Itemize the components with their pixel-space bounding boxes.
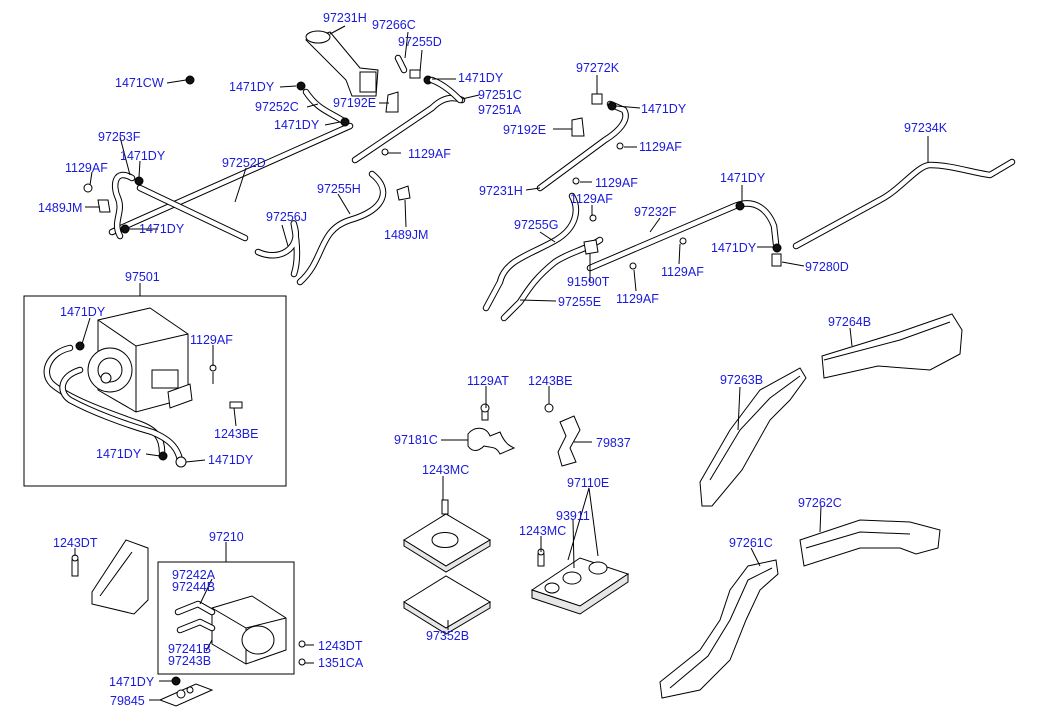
heater-unit-97210 (71, 539, 306, 707)
label-97264B: 97264B (828, 315, 871, 329)
label-79837: 79837 (596, 436, 631, 450)
label-91590T: 91590T (567, 275, 610, 289)
label-97352B: 97352B (426, 629, 469, 643)
label-1243MC-right: 1243MC (519, 524, 566, 538)
leader-lines (74, 25, 929, 701)
label-97110E: 97110E (567, 476, 609, 490)
label-97262C: 97262C (798, 496, 842, 510)
label-97251A: 97251A (478, 103, 522, 117)
label-97272K: 97272K (576, 61, 620, 75)
label-1351CA: 1351CA (318, 656, 364, 670)
label-97251C: 97251C (478, 88, 522, 102)
label-97255G: 97255G (514, 218, 558, 232)
label-97255E: 97255E (558, 295, 601, 309)
hose-assembly-left (83, 30, 466, 286)
label-1489JM-left: 1489JM (38, 201, 82, 215)
label-1243BE-mid: 1243BE (528, 374, 572, 388)
part-labels: 97231H 97266C 97255D 1471CW 1471DY 1471D… (38, 11, 948, 708)
label-1129AF: 1129AF (639, 140, 682, 154)
label-97234K: 97234K (904, 121, 948, 135)
label-1129AF: 1129AF (595, 176, 638, 190)
label-97280D: 97280D (805, 260, 849, 274)
label-1471DY: 1471DY (60, 305, 106, 319)
label-97252C: 97252C (255, 100, 299, 114)
label-1243MC-left: 1243MC (422, 463, 469, 477)
label-1471CW: 1471CW (115, 76, 164, 90)
label-1129AF: 1129AF (570, 192, 613, 206)
label-97263B: 97263B (720, 373, 763, 387)
label-97255H: 97255H (317, 182, 361, 196)
label-97242A: 97242A (172, 568, 216, 582)
label-1471DY: 1471DY (711, 241, 757, 255)
label-1471DY: 1471DY (96, 447, 142, 461)
label-1489JM-right: 1489JM (384, 228, 428, 242)
label-1243DT-right: 1243DT (318, 639, 363, 653)
label-97253F: 97253F (98, 130, 141, 144)
label-1471DY: 1471DY (109, 675, 155, 689)
label-1471DY: 1471DY (139, 222, 185, 236)
label-1129AF: 1129AF (190, 333, 233, 347)
label-1129AF: 1129AF (408, 147, 451, 161)
label-97231H-top: 97231H (323, 11, 367, 25)
label-97256J: 97256J (266, 210, 307, 224)
label-79845: 79845 (110, 694, 145, 708)
label-97255D: 97255D (398, 35, 442, 49)
label-97192E-right: 97192E (503, 123, 546, 137)
label-1471DY: 1471DY (720, 171, 766, 185)
label-97232F: 97232F (634, 205, 677, 219)
label-97261C: 97261C (729, 536, 773, 550)
label-97210: 97210 (209, 530, 244, 544)
label-1129AF: 1129AF (616, 292, 659, 306)
label-1471DY: 1471DY (120, 149, 166, 163)
label-1129AF: 1129AF (65, 161, 108, 175)
air-ducts (659, 313, 963, 699)
label-1471DY: 1471DY (208, 453, 254, 467)
label-1471DY: 1471DY (229, 80, 275, 94)
label-1471DY: 1471DY (458, 71, 504, 85)
label-97231H-right: 97231H (479, 184, 523, 198)
label-97501: 97501 (125, 270, 160, 284)
label-97241B: 97241B (168, 642, 211, 656)
heater-unit-97501 (23, 295, 287, 487)
label-97243B: 97243B (168, 654, 211, 668)
label-93911: 93911 (556, 509, 590, 523)
label-97181C: 97181C (394, 433, 438, 447)
label-97192E-left: 97192E (333, 96, 376, 110)
label-1129AF: 1129AF (661, 265, 704, 279)
label-1243BE-left: 1243BE (214, 427, 258, 441)
mount-brackets (403, 403, 630, 635)
label-1243DT-left: 1243DT (53, 536, 98, 550)
label-97266C: 97266C (372, 18, 416, 32)
label-1471DY: 1471DY (641, 102, 687, 116)
label-97244B: 97244B (172, 580, 215, 594)
label-1129AT: 1129AT (467, 374, 509, 388)
hose-assembly-right (482, 93, 1016, 322)
label-97252D: 97252D (222, 156, 266, 170)
label-1471DY: 1471DY (274, 118, 320, 132)
